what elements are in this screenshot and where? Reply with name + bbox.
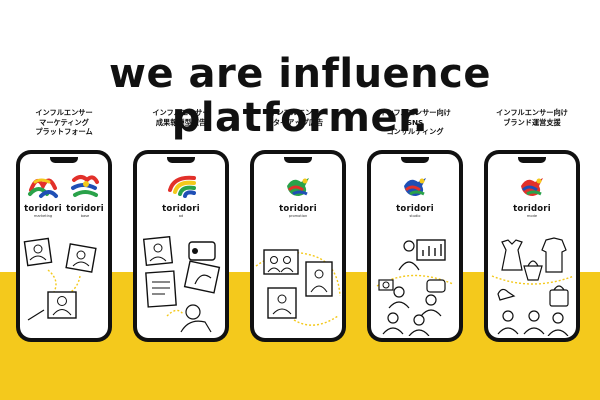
logo-ad: toridori ad — [137, 172, 225, 219]
label-line: インフルエンサー — [35, 108, 93, 117]
service-label: インフルエンサー向け ブランド運営支援 — [476, 108, 588, 146]
service-label: インフルエンサー 成果報酬型広告 — [125, 108, 237, 146]
brush-logo-icon — [28, 178, 58, 198]
brand-name: toridori — [162, 204, 200, 214]
label-line: 成果報酬型広告 — [155, 117, 207, 127]
brand-sub: marketing — [33, 214, 53, 218]
label-line: マーケティング — [39, 117, 89, 127]
phone-notch — [284, 157, 312, 163]
label-line: インフルエンサー向け — [496, 108, 568, 117]
phone-screen: toridori mode — [488, 154, 576, 338]
service-label: インフルエンサー タイアップ広告 — [242, 108, 354, 146]
logo-marketing: toridori marketing — [22, 172, 64, 219]
label-line: インフルエンサー — [152, 108, 210, 117]
service-label: インフルエンサー マーケティング プラットフォーム — [8, 108, 120, 146]
brand-name: toridori — [24, 204, 62, 214]
service-label: インフルエンサー向け SNS コンサルティング — [359, 108, 471, 146]
brush-logo-icon — [71, 175, 99, 197]
bird-logo-icon — [287, 178, 309, 196]
swoosh-logo-icon — [168, 175, 196, 198]
brand-sub: promotion — [288, 214, 308, 218]
phone-notch — [401, 157, 429, 163]
logo-mode: toridori mode — [488, 172, 576, 219]
phone-screen: toridori studio — [371, 154, 459, 338]
phone-mockup: toridori promotion — [250, 150, 346, 342]
brand-sub: ad — [178, 214, 184, 218]
photo-frames-icon — [23, 237, 97, 321]
brand-sub: mode — [526, 214, 538, 218]
bird-logo-icon — [404, 178, 426, 196]
phone-mockup: toridori ad — [133, 150, 229, 342]
brand-name: toridori — [279, 204, 317, 214]
consulting-people-icon — [376, 239, 454, 336]
label-line: インフルエンサー向け — [379, 108, 451, 117]
brand-sub: base — [80, 214, 90, 218]
service-mode: インフルエンサー向け ブランド運営支援 toridori mode — [476, 108, 588, 342]
logo-studio: toridori studio — [371, 172, 459, 219]
tieup-photos-icon — [255, 249, 341, 326]
logo-promotion: toridori promotion — [254, 172, 342, 219]
phone-screen: toridori promotion — [254, 154, 342, 338]
brand-name: toridori — [513, 204, 551, 214]
label-line: プラットフォーム — [35, 127, 93, 137]
phone-notch — [167, 157, 195, 163]
service-studio: インフルエンサー向け SNS コンサルティング toridori studio — [359, 108, 471, 342]
bird-logo-icon — [521, 178, 543, 196]
service-promotion: インフルエンサー タイアップ広告 toridori promotion — [242, 108, 354, 342]
phone-screen: toridori ad — [137, 154, 225, 338]
fashion-items-icon — [491, 237, 575, 336]
service-ad: インフルエンサー 成果報酬型広告 toridori ad — [125, 108, 237, 342]
headline: we are influence platformer. — [108, 51, 491, 141]
label-line: ブランド運営支援 — [503, 117, 561, 127]
phone-mockup: toridori marketing toridori base — [16, 150, 112, 342]
phone-notch — [518, 157, 546, 163]
service-marketing: インフルエンサー マーケティング プラットフォーム toridori marke… — [8, 108, 120, 342]
phone-mockup: toridori mode — [484, 150, 580, 342]
brand-name: toridori — [396, 204, 434, 214]
phone-mockup: toridori studio — [367, 150, 463, 342]
label-line: タイアップ広告 — [272, 117, 324, 127]
brand-name: toridori — [66, 204, 104, 214]
label-line: コンサルティング — [386, 127, 444, 137]
label-line: SNS — [406, 117, 424, 127]
photo-hand-icon — [142, 236, 221, 333]
brand-sub: studio — [409, 214, 421, 218]
phone-notch — [50, 157, 78, 163]
phone-screen: toridori marketing toridori base — [20, 154, 108, 338]
logo-base: toridori base — [64, 172, 106, 219]
label-line: インフルエンサー — [269, 108, 327, 117]
